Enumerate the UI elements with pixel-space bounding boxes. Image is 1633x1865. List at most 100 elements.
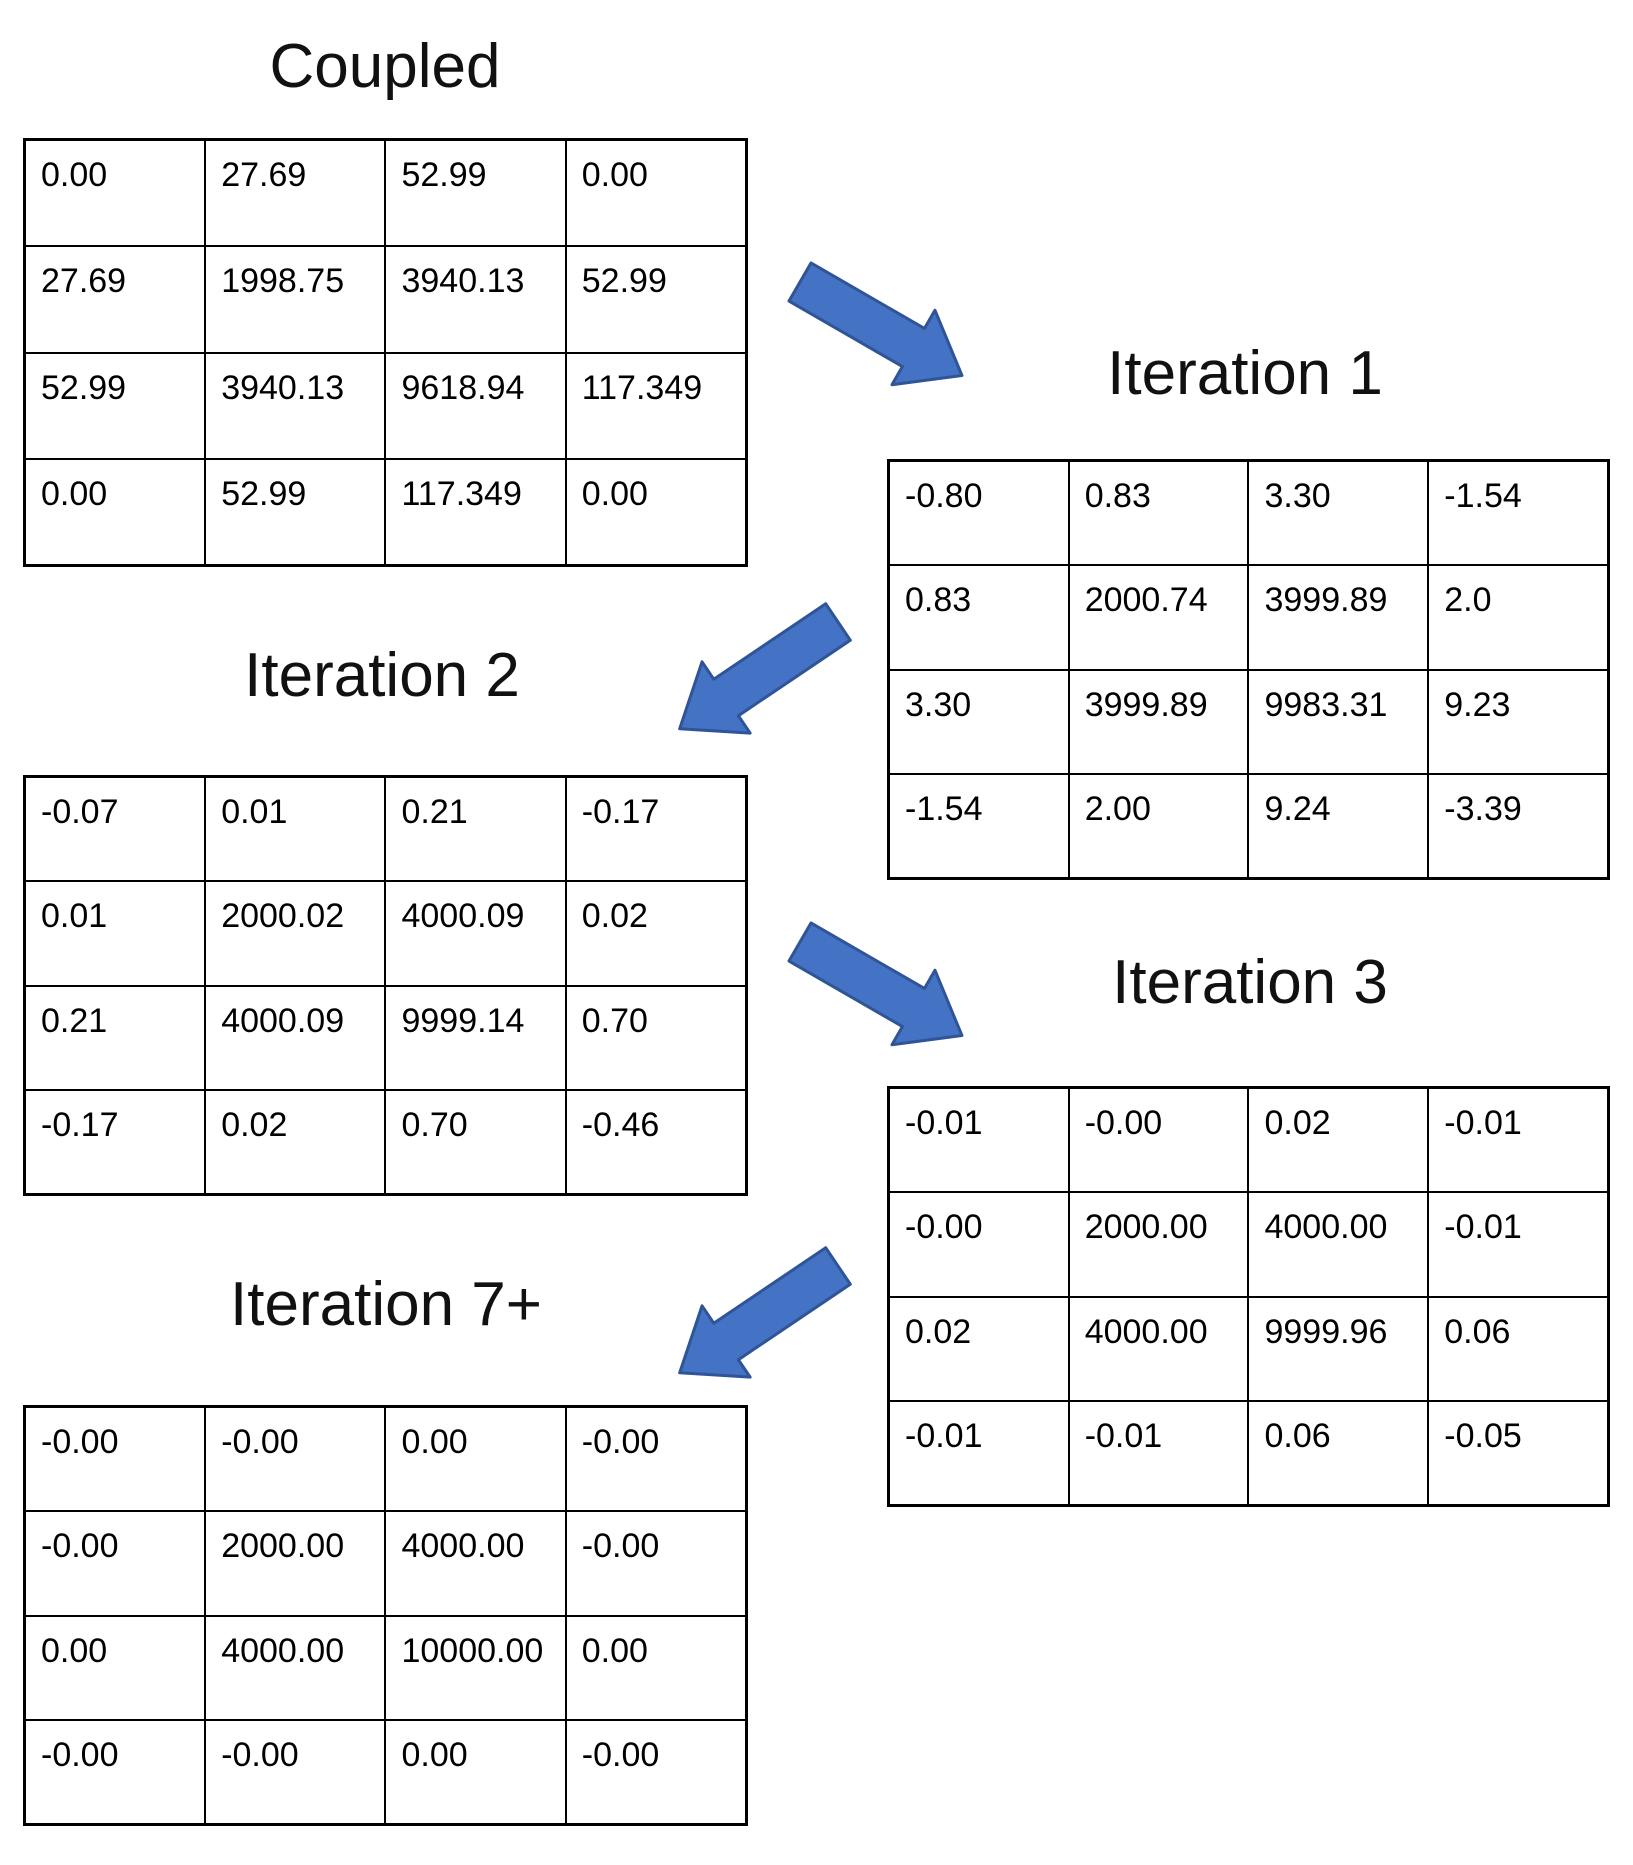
table-row: 0.00 52.99 117.349 0.00 (23, 458, 748, 567)
matrix-cell: -0.00 (204, 1405, 387, 1512)
matrix-cell: -0.05 (1427, 1400, 1610, 1507)
matrix-table-iteration-7plus: -0.00 -0.00 0.00 -0.00 -0.00 2000.00 400… (23, 1405, 748, 1826)
matrix-cell: -0.01 (1067, 1400, 1250, 1507)
matrix-cell: 0.02 (204, 1089, 387, 1196)
panel-title-iteration-3: Iteration 3 (1112, 948, 1388, 1017)
matrix-cell: -0.00 (564, 1719, 748, 1826)
matrix-cell: 9983.31 (1247, 668, 1430, 775)
table-row: -0.17 0.02 0.70 -0.46 (23, 1089, 748, 1196)
matrix-cell: 9.23 (1427, 668, 1610, 775)
arrow-coupled-to-iteration1-icon (787, 261, 964, 387)
matrix-cell: -0.01 (887, 1400, 1070, 1507)
table-row: 0.00 4000.00 10000.00 0.00 (23, 1614, 748, 1721)
matrix-cell: 4000.09 (384, 880, 567, 987)
table-row: -0.07 0.01 0.21 -0.17 (23, 775, 748, 882)
table-row: -0.80 0.83 3.30 -1.54 (887, 459, 1610, 566)
matrix-cell: 4000.00 (204, 1614, 387, 1721)
matrix-cell: 3.30 (1247, 459, 1430, 566)
matrix-cell: -0.00 (204, 1719, 387, 1826)
matrix-cell: 0.02 (564, 880, 748, 987)
matrix-cell: -0.80 (887, 459, 1070, 566)
table-row: 0.21 4000.09 9999.14 0.70 (23, 984, 748, 1091)
matrix-cell: 0.02 (1247, 1086, 1430, 1193)
matrix-table-coupled: 0.00 27.69 52.99 0.00 27.69 1998.75 3940… (23, 138, 748, 567)
panel-title-coupled: Coupled (269, 32, 501, 101)
matrix-cell: 4000.09 (204, 984, 387, 1091)
matrix-cell: 3999.89 (1067, 668, 1250, 775)
matrix-cell: 52.99 (204, 458, 387, 567)
matrix-cell: 4000.00 (384, 1510, 567, 1617)
matrix-cell: 0.00 (564, 138, 748, 247)
matrix-cell: 3940.13 (204, 351, 387, 460)
matrix-cell: -0.00 (564, 1510, 748, 1617)
matrix-cell: 9.24 (1247, 773, 1430, 880)
panel-title-iteration-2: Iteration 2 (244, 641, 520, 710)
matrix-cell: 0.00 (23, 1614, 207, 1721)
matrix-cell: 0.02 (887, 1295, 1070, 1402)
matrix-cell: 0.70 (564, 984, 748, 1091)
matrix-cell: 0.21 (384, 775, 567, 882)
panel-title-iteration-1: Iteration 1 (1107, 339, 1383, 408)
matrix-cell: 0.00 (384, 1405, 567, 1512)
matrix-cell: 52.99 (564, 245, 748, 354)
matrix-cell: 2000.00 (204, 1510, 387, 1617)
table-row: 27.69 1998.75 3940.13 52.99 (23, 245, 748, 354)
table-row: 52.99 3940.13 9618.94 117.349 (23, 351, 748, 460)
matrix-cell: 0.01 (23, 880, 207, 987)
arrow-iteration2-to-iteration3-icon (787, 921, 964, 1047)
matrix-cell: 2.00 (1067, 773, 1250, 880)
matrix-cell: 0.83 (1067, 459, 1250, 566)
table-row: -0.01 -0.01 0.06 -0.05 (887, 1400, 1610, 1507)
matrix-cell: 9618.94 (384, 351, 567, 460)
matrix-cell: 9999.96 (1247, 1295, 1430, 1402)
matrix-cell: 0.01 (204, 775, 387, 882)
matrix-cell: 0.21 (23, 984, 207, 1091)
matrix-cell: -0.46 (564, 1089, 748, 1196)
arrow-iteration3-to-iteration7plus-icon (678, 1246, 852, 1379)
matrix-cell: 9999.14 (384, 984, 567, 1091)
table-row: -0.00 -0.00 0.00 -0.00 (23, 1405, 748, 1512)
matrix-cell: 27.69 (23, 245, 207, 354)
matrix-cell: 52.99 (23, 351, 207, 460)
arrow-iteration1-to-iteration2-icon (678, 602, 852, 735)
panel-title-iteration-7plus: Iteration 7+ (230, 1270, 542, 1339)
matrix-cell: 0.00 (384, 1719, 567, 1826)
matrix-cell: 4000.00 (1247, 1191, 1430, 1298)
matrix-cell: 3999.89 (1247, 564, 1430, 671)
matrix-cell: 117.349 (564, 351, 748, 460)
matrix-cell: 0.70 (384, 1089, 567, 1196)
matrix-cell: -0.00 (887, 1191, 1070, 1298)
table-row: -0.00 2000.00 4000.00 -0.01 (887, 1191, 1610, 1298)
matrix-cell: 52.99 (384, 138, 567, 247)
matrix-cell: 10000.00 (384, 1614, 567, 1721)
matrix-cell: 117.349 (384, 458, 567, 567)
matrix-cell: 0.00 (564, 458, 748, 567)
table-row: -0.01 -0.00 0.02 -0.01 (887, 1086, 1610, 1193)
matrix-cell: -0.00 (23, 1719, 207, 1826)
table-row: -0.00 2000.00 4000.00 -0.00 (23, 1510, 748, 1617)
matrix-cell: 2000.00 (1067, 1191, 1250, 1298)
matrix-cell: -0.17 (23, 1089, 207, 1196)
matrix-cell: -0.07 (23, 775, 207, 882)
table-row: 0.00 27.69 52.99 0.00 (23, 138, 748, 247)
table-row: -1.54 2.00 9.24 -3.39 (887, 773, 1610, 880)
matrix-cell: -1.54 (1427, 459, 1610, 566)
matrix-cell: 0.00 (23, 458, 207, 567)
matrix-cell: -0.00 (23, 1510, 207, 1617)
matrix-cell: 0.06 (1247, 1400, 1430, 1507)
matrix-cell: 4000.00 (1067, 1295, 1250, 1402)
matrix-cell: 3.30 (887, 668, 1070, 775)
matrix-cell: 2000.02 (204, 880, 387, 987)
matrix-cell: -0.00 (1067, 1086, 1250, 1193)
table-row: 3.30 3999.89 9983.31 9.23 (887, 668, 1610, 775)
matrix-cell: -0.00 (564, 1405, 748, 1512)
matrix-table-iteration-2: -0.07 0.01 0.21 -0.17 0.01 2000.02 4000.… (23, 775, 748, 1196)
matrix-cell: -0.01 (887, 1086, 1070, 1193)
matrix-cell: 0.00 (23, 138, 207, 247)
matrix-cell: -0.00 (23, 1405, 207, 1512)
matrix-cell: -0.01 (1427, 1191, 1610, 1298)
table-row: 0.02 4000.00 9999.96 0.06 (887, 1295, 1610, 1402)
matrix-cell: 27.69 (204, 138, 387, 247)
matrix-cell: -1.54 (887, 773, 1070, 880)
